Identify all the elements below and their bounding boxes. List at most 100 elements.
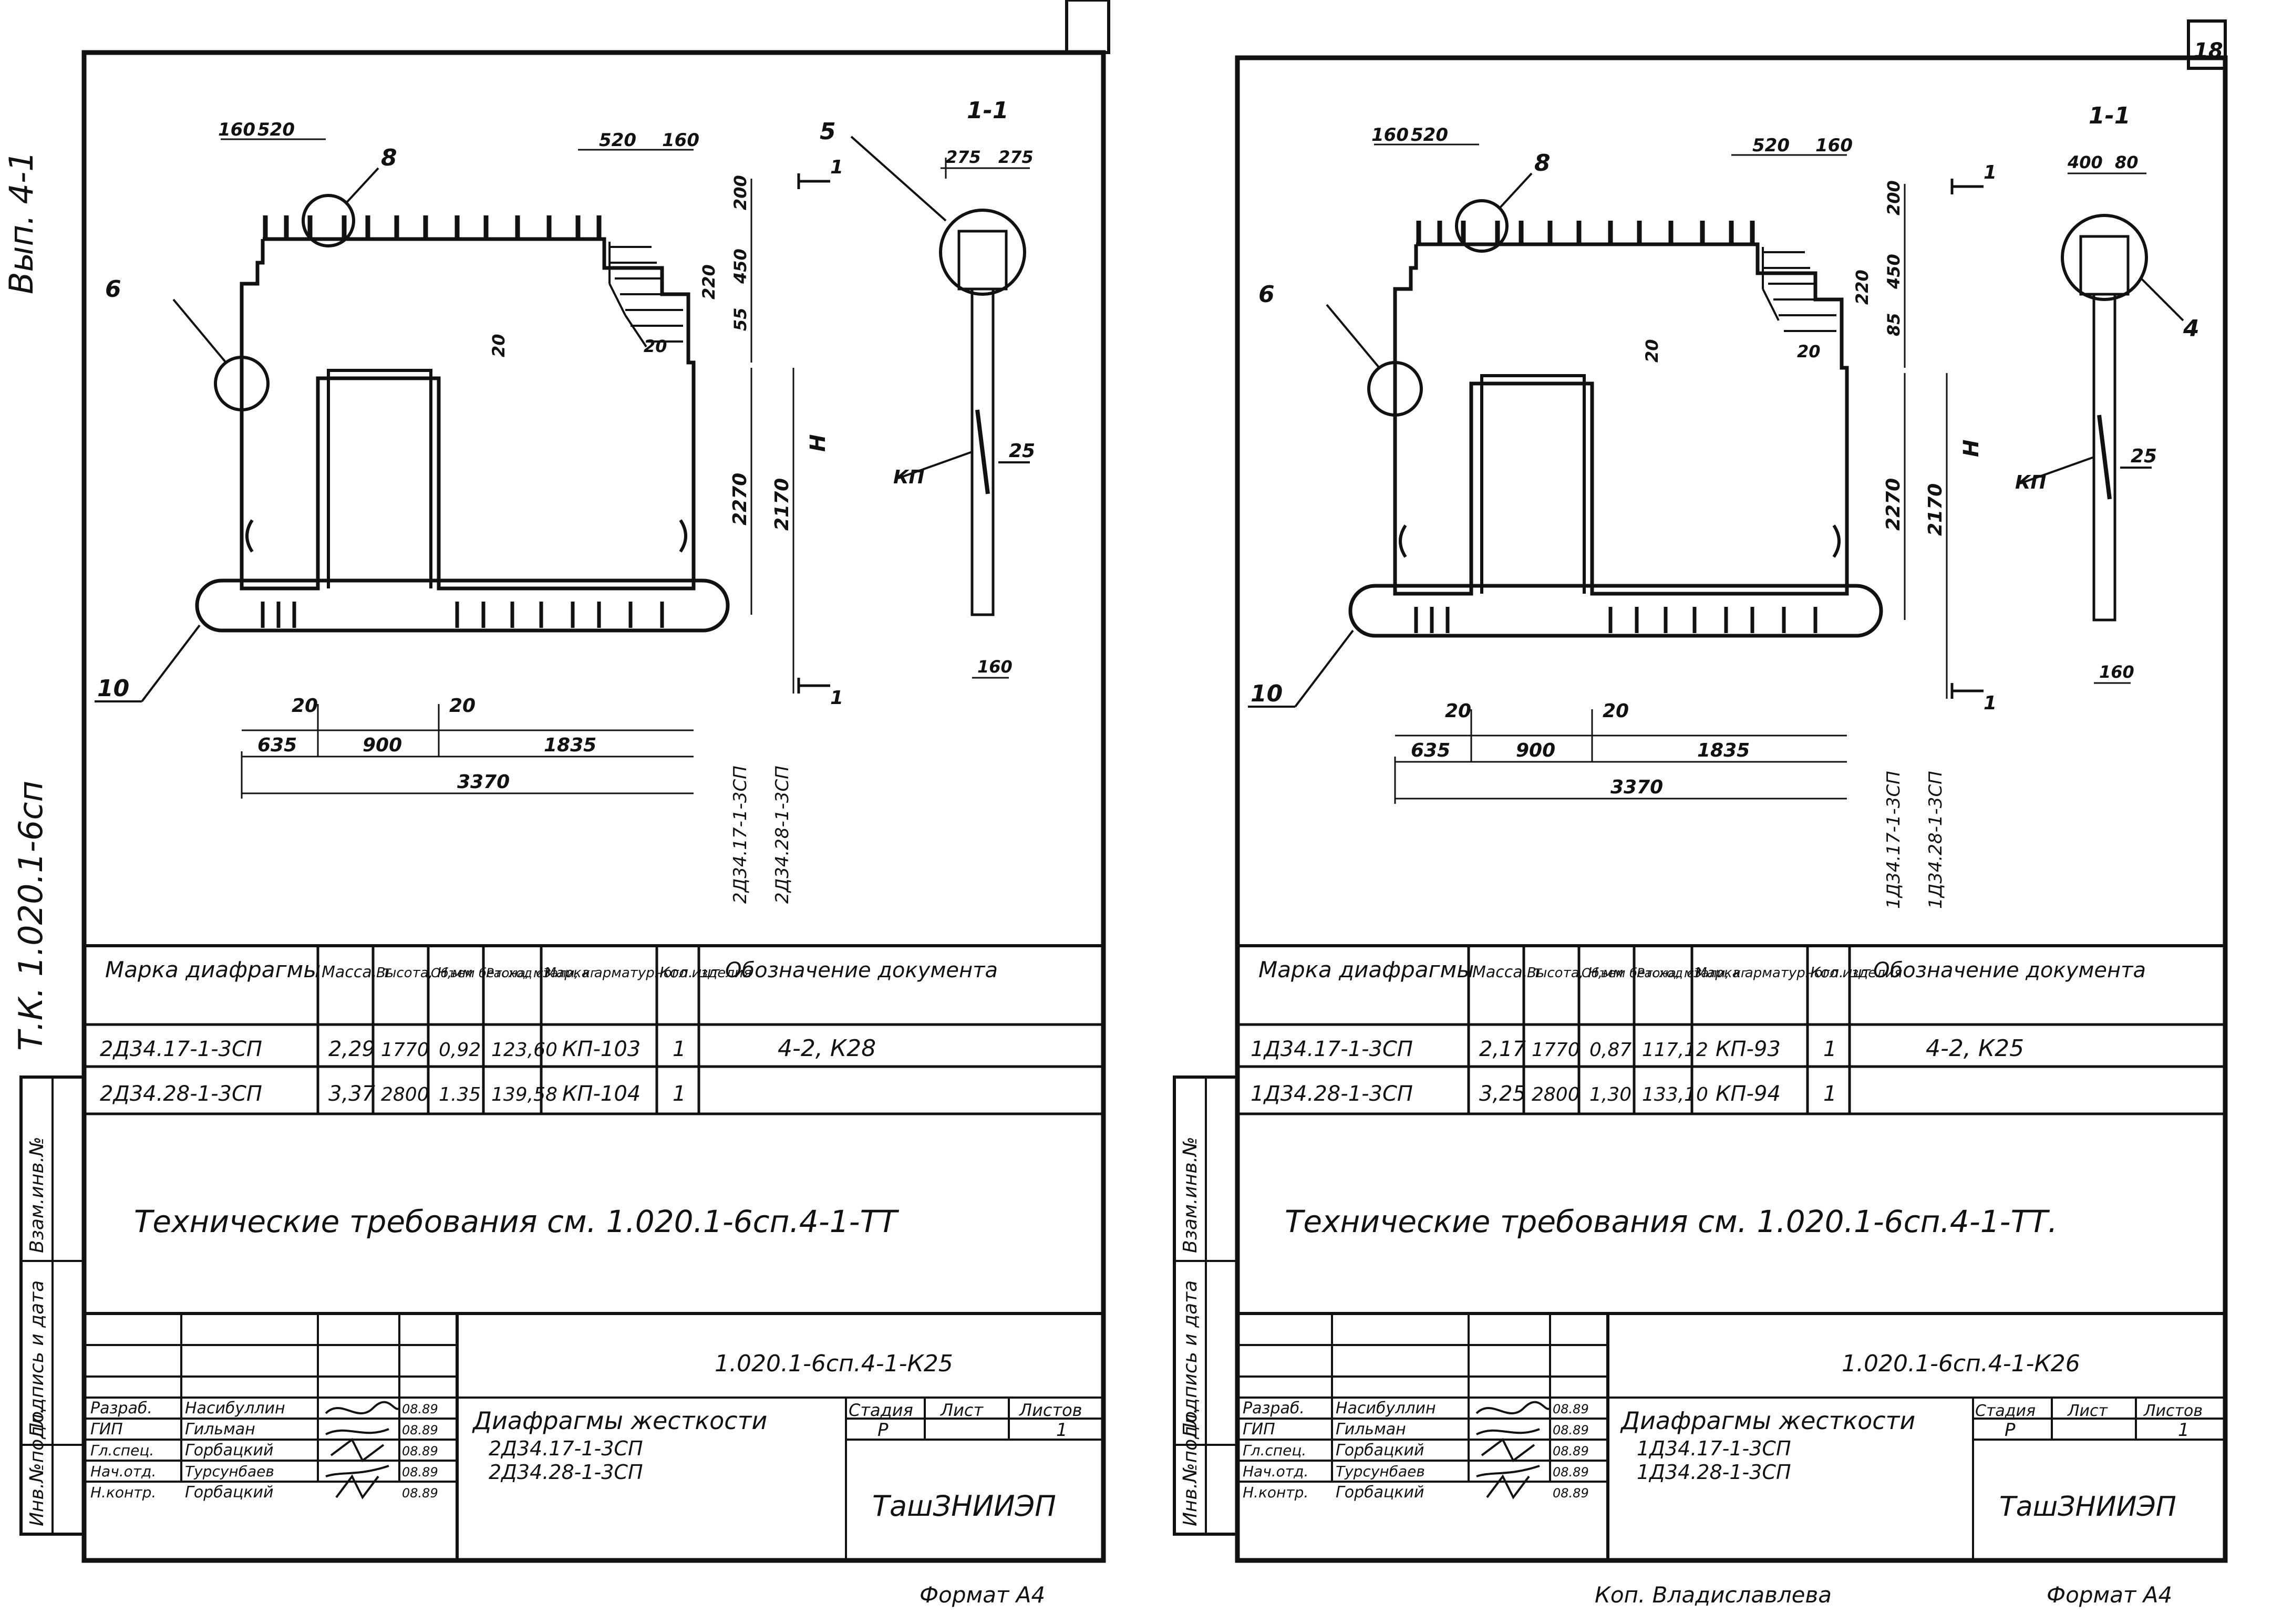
- stage-label: Стадия: [849, 1400, 913, 1420]
- cut-mark-top: 1: [830, 157, 843, 178]
- dim-h2: 2170: [771, 478, 793, 531]
- signature-row: Нач.отд. Турсунбаев 08.89: [90, 1463, 438, 1480]
- section-dim-b: 80: [2115, 152, 2139, 172]
- callout-circle-8: [302, 194, 355, 247]
- dim-v4: 20: [644, 336, 667, 356]
- svg-text:08.89: 08.89: [1553, 1486, 1589, 1501]
- format-label: Формат А4: [920, 1582, 1045, 1608]
- dim-v2: 450: [730, 249, 750, 284]
- th-doc: Обозначение документа: [1873, 958, 2146, 982]
- stamp-replace-label: Взам.инв.№: [1180, 1136, 1201, 1253]
- corner-hatch: [1762, 247, 1836, 332]
- svg-text:3,25: 3,25: [1479, 1082, 1526, 1106]
- title-mark-1: 1Д34.17-1-3СП: [1637, 1437, 1791, 1460]
- stamp-sign-label: Подпись и дата: [1180, 1280, 1201, 1437]
- sheet-right: 1 8 Инв.№подл. Подпись и дата Взам.инв.№: [1173, 19, 2228, 1608]
- svg-text:08.89: 08.89: [402, 1423, 438, 1437]
- title-block: 1.020.1-6сп.4-1-К26 Разраб. Насибуллин 0…: [1237, 1312, 2225, 1560]
- signature-row: Нач.отд. Турсунбаев 08.89: [1243, 1463, 1589, 1480]
- section-view: 1-1 5 275 275 КП 25 160: [820, 97, 1035, 679]
- section-label: 1-1: [2089, 102, 2131, 129]
- sheet-label: Лист: [940, 1400, 984, 1420]
- svg-text:4-2, К25: 4-2, К25: [1926, 1035, 2024, 1062]
- svg-text:КП-103: КП-103: [562, 1037, 641, 1061]
- svg-text:133,10: 133,10: [1642, 1084, 1708, 1105]
- drawing-code: 1.020.1-6сп.4-1-К26: [1842, 1350, 2080, 1377]
- callout-8-label: 8: [1534, 150, 1551, 177]
- dim-h2: 2170: [1925, 483, 1946, 536]
- lifting-loops: [1399, 524, 1841, 558]
- dim-pier: 20: [489, 334, 509, 357]
- callout-8-label: 8: [381, 144, 397, 171]
- bottom-rebar-ticks: [261, 602, 664, 628]
- section-label: 1-1: [967, 97, 1009, 124]
- stamp-inv-label: Инв.№подл.: [1180, 1408, 1201, 1526]
- svg-text:1,30: 1,30: [1589, 1084, 1631, 1105]
- svg-text:Турсунбаев: Турсунбаев: [1336, 1463, 1425, 1480]
- svg-text:Н.контр.: Н.контр.: [1243, 1484, 1308, 1501]
- svg-text:08.89: 08.89: [1553, 1402, 1589, 1416]
- table-row: 1Д34.17-1-3СП 2,17 1770 0,87 117,12 КП-9…: [1251, 1035, 2024, 1062]
- svg-text:08.89: 08.89: [1553, 1423, 1589, 1437]
- dim-top-right-b: 160: [1815, 135, 1853, 156]
- signature-row: Н.контр. Горбацкий 08.89: [1243, 1483, 1589, 1502]
- title-mark-2: 2Д34.28-1-3СП: [489, 1461, 643, 1484]
- svg-text:08.89: 08.89: [1553, 1465, 1589, 1480]
- svg-text:3,37: 3,37: [328, 1082, 376, 1106]
- table-row: 1Д34.28-1-3СП 3,25 2800 1,30 133,10 КП-9…: [1251, 1082, 1836, 1106]
- dim-top-left-a: 160: [218, 119, 255, 140]
- mark2-vertical: 2Д34.28-1-3СП: [772, 766, 793, 904]
- th-volume: Объем бетона, м3: [431, 966, 551, 980]
- section-dim-bottom: 160: [2099, 662, 2134, 682]
- svg-text:1: 1: [1823, 1082, 1836, 1106]
- format-label: Формат А4: [2047, 1582, 2172, 1608]
- svg-text:2800: 2800: [1532, 1084, 1580, 1105]
- signature-row: ГИП Гильман 08.89: [1243, 1420, 1589, 1439]
- svg-text:2800: 2800: [381, 1084, 429, 1105]
- section-callout-label: 5: [820, 118, 836, 145]
- svg-text:1Д34.17-1-3СП: 1Д34.17-1-3СП: [1251, 1037, 1413, 1061]
- drawing-code: 1.020.1-6сп.4-1-К25: [715, 1350, 953, 1377]
- svg-text:1Д34.28-1-3СП: 1Д34.28-1-3СП: [1251, 1082, 1413, 1106]
- sheet-frame: [81, 50, 1106, 1563]
- dim-top-left-b: 520: [1411, 125, 1448, 146]
- door-opening: [327, 369, 432, 588]
- dim-b20a: 20: [1445, 700, 1471, 722]
- th-mass: Масса, т: [1472, 963, 1543, 981]
- svg-text:ГИП: ГИП: [90, 1420, 123, 1439]
- section-dim-bottom: 160: [977, 657, 1013, 677]
- svg-text:Насибуллин: Насибуллин: [185, 1399, 285, 1418]
- svg-text:Нач.отд.: Нач.отд.: [1243, 1463, 1308, 1480]
- callout-10-label: 10: [97, 675, 129, 702]
- svg-text:Разраб.: Разраб.: [1243, 1399, 1305, 1418]
- diaphragm-elevation: 8 6 10 160 520 520 160 200 450 55 20 220…: [95, 119, 843, 904]
- th-mark: Марка диафрагмы: [1258, 957, 1474, 982]
- svg-text:Гильман: Гильман: [1336, 1420, 1406, 1439]
- title-name: Диафрагмы жесткости: [472, 1406, 767, 1435]
- svg-text:Разраб.: Разраб.: [90, 1399, 152, 1418]
- svg-text:08.89: 08.89: [402, 1486, 438, 1501]
- svg-text:1.35: 1.35: [439, 1084, 481, 1105]
- spec-table: Марка диафрагмы Масса, т Высота, Н,мм Об…: [84, 944, 1103, 1115]
- title-mark-1: 2Д34.17-1-3СП: [489, 1437, 643, 1460]
- technical-requirements: Технические требования см. 1.020.1-6сп.4…: [1285, 1204, 2058, 1239]
- lifting-loops: [245, 519, 687, 553]
- svg-text:08.89: 08.89: [402, 1402, 438, 1416]
- table-row: 2Д34.17-1-3СП 2,29 1770 0,92 123,60 КП-1…: [100, 1035, 876, 1062]
- stamp-sign-label: Подпись и дата: [26, 1280, 48, 1437]
- dim-v1: 200: [730, 175, 750, 210]
- diaphragm-outline: [240, 237, 696, 591]
- door-opening: [1480, 374, 1586, 594]
- stage-value: Р: [2005, 1420, 2016, 1441]
- top-rebar-ticks: [263, 215, 602, 239]
- callout-circle-6: [1367, 361, 1423, 417]
- svg-text:1770: 1770: [381, 1039, 429, 1061]
- section-callout-circle: [2061, 214, 2148, 301]
- issue-label: Вып. 4-1: [2, 151, 40, 294]
- signature-row: ГИП Гильман 08.89: [90, 1420, 438, 1439]
- cut-mark-bottom: 1: [830, 687, 843, 709]
- svg-text:2Д34.17-1-3СП: 2Д34.17-1-3СП: [100, 1037, 262, 1061]
- callout-6-label: 6: [1258, 281, 1275, 308]
